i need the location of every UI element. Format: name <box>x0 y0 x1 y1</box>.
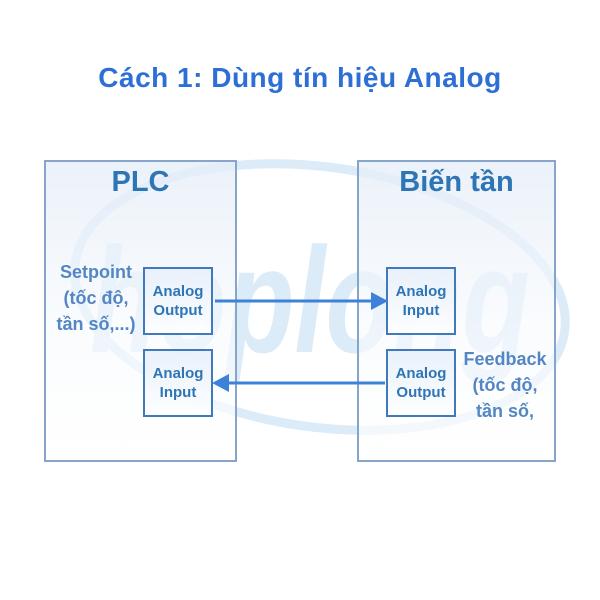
plc-title: PLC <box>111 166 170 198</box>
inverter-box: Biến tần Analog Input Analog Output Feed… <box>357 160 556 462</box>
inverter-title: Biến tần <box>399 166 514 198</box>
port-label-line: Analog <box>152 283 204 300</box>
port-label-line: Output <box>153 302 203 319</box>
port-label-line: Input <box>402 302 440 319</box>
port-label-line: Analog <box>395 283 447 300</box>
plc-box: PLC Setpoint (tốc độ, tần số,...) Analog… <box>44 160 237 462</box>
port-label-line: Analog <box>152 365 204 382</box>
setpoint-line-1: Setpoint <box>60 262 132 282</box>
inverter-analog-input-port: Analog Input <box>386 267 456 335</box>
inverter-analog-output-port: Analog Output <box>386 349 456 417</box>
feedback-line-3: tần số, <box>475 401 534 421</box>
feedback-line-2: (tốc độ, <box>472 375 538 395</box>
feedback-annotation: Feedback (tốc độ, tần số, <box>455 346 555 424</box>
port-label-line: Analog <box>395 365 447 382</box>
port-label-line: Output <box>396 384 446 401</box>
plc-analog-input-port: Analog Input <box>143 349 213 417</box>
setpoint-annotation: Setpoint (tốc độ, tần số,...) <box>48 259 144 337</box>
plc-analog-output-port: Analog Output <box>143 267 213 335</box>
setpoint-line-2: (tốc độ, <box>63 288 129 308</box>
port-label-line: Input <box>159 384 197 401</box>
feedback-line-1: Feedback <box>463 349 547 369</box>
page-title: Cách 1: Dùng tín hiệu Analog <box>98 62 502 93</box>
setpoint-line-3: tần số,...) <box>56 314 136 334</box>
